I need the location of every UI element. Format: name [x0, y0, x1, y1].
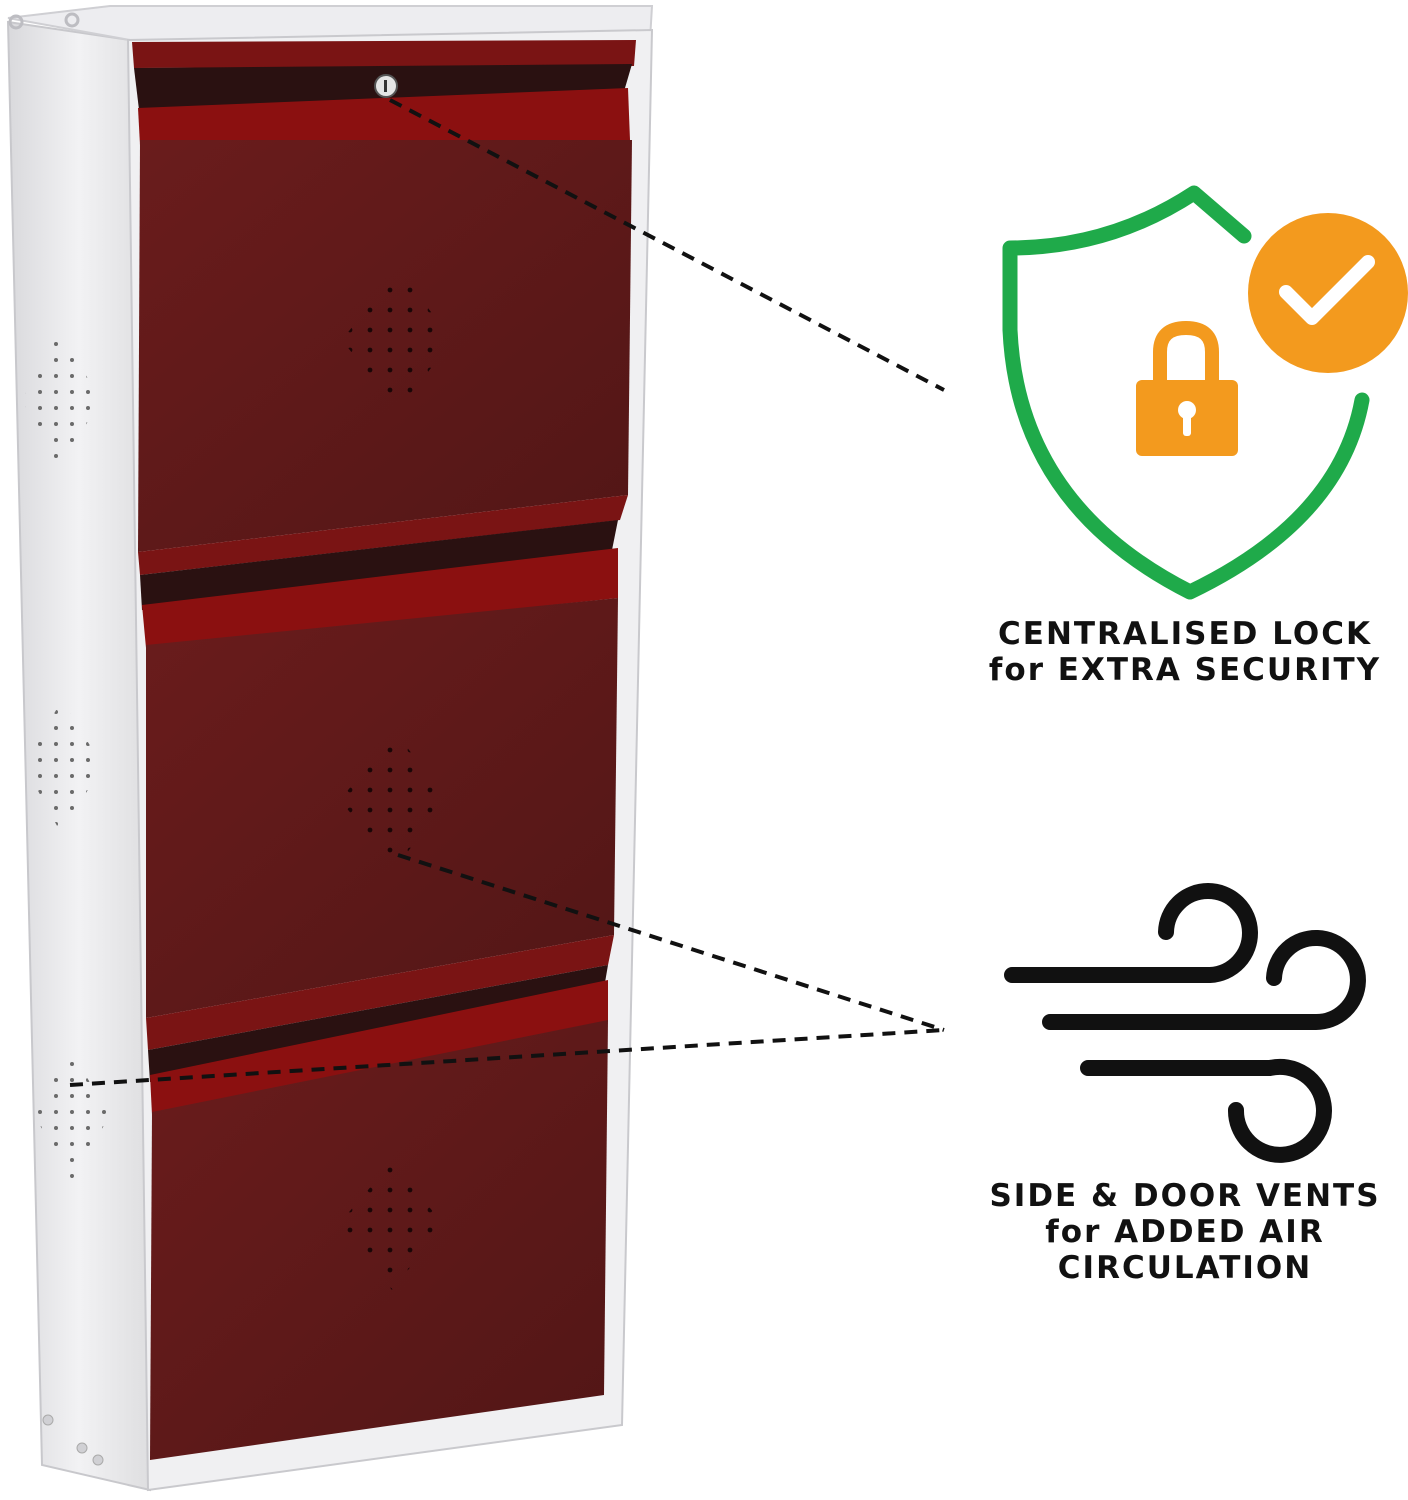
door-vent: [342, 268, 452, 412]
vent-caption-line-3: CIRCULATION: [1057, 1250, 1313, 1286]
foot-icon: [92, 1454, 104, 1466]
hook-icon: [8, 14, 24, 30]
lock-feature-caption: CENTRALISED LOCK for EXTRA SECURITY: [960, 616, 1408, 688]
checkmark-icon: [1279, 255, 1375, 325]
cabinet-door-bottom[interactable]: [146, 935, 614, 1460]
vent-caption-line-1: SIDE & DOOR VENTS: [989, 1178, 1381, 1214]
shoe-cabinet: [6, 5, 654, 1492]
padlock-shackle-icon: [1153, 320, 1219, 385]
side-vent-callout-line: [69, 1028, 945, 1087]
shield-lock-check-icon: [1002, 185, 1408, 600]
side-vent: [34, 1050, 110, 1180]
vent-caption-line-2: for ADDED AIR: [1045, 1214, 1325, 1250]
cabinet-door-middle[interactable]: [138, 495, 628, 1018]
foot-icon: [42, 1414, 54, 1426]
cabinet-door-top[interactable]: [132, 40, 636, 552]
lock-caption-line-1: CENTRALISED LOCK: [998, 616, 1372, 652]
foot-icon: [76, 1442, 88, 1454]
side-vent: [24, 700, 102, 835]
lock-callout-line: [389, 98, 945, 392]
wind-airflow-icon: [1004, 883, 1366, 1163]
hook-icon: [64, 12, 80, 28]
door-vent: [338, 1162, 444, 1290]
callout-lines: [69, 98, 945, 1087]
lock-caption-line-2: for EXTRA SECURITY: [988, 652, 1382, 688]
door-vent: [340, 732, 448, 868]
side-vent: [22, 330, 100, 470]
door-vent-callout-line: [397, 853, 945, 1032]
shield-icon: [1002, 185, 1370, 600]
cabinet-top: [7, 5, 654, 41]
vent-feature-caption: SIDE & DOOR VENTS for ADDED AIR CIRCULAT…: [960, 1178, 1408, 1286]
